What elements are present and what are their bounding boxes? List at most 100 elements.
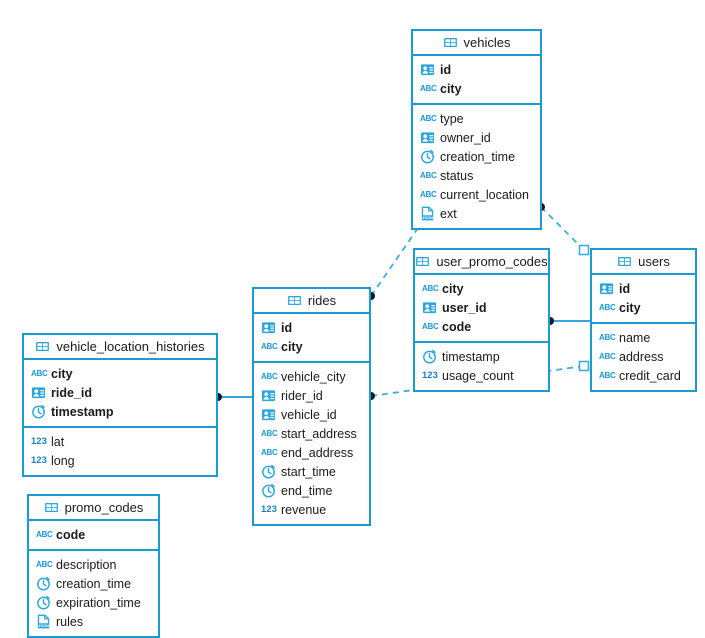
rel-vehicles-users[interactable] — [537, 203, 590, 256]
string-type-icon: ABC — [599, 371, 616, 380]
key-card-icon — [261, 409, 276, 421]
column-row[interactable]: end_time — [254, 481, 369, 500]
column-name: city — [281, 339, 303, 354]
table-header-user_promo_codes[interactable]: user_promo_codes — [415, 250, 548, 275]
table-title: rides — [307, 293, 337, 308]
column-row[interactable]: owner_id — [413, 128, 540, 147]
column-name: city — [619, 300, 641, 315]
table-header-rides[interactable]: rides — [254, 289, 369, 314]
column-name: type — [440, 111, 464, 126]
column-row[interactable]: id — [413, 60, 540, 79]
column-name: timestamp — [51, 404, 114, 419]
column-row[interactable]: creation_time — [29, 574, 158, 593]
column-name: vehicle_city — [281, 369, 346, 384]
string-type-icon: ABC — [599, 352, 616, 361]
one-side-square-marker — [578, 244, 590, 256]
clock-icon — [37, 576, 50, 591]
table-header-promo_codes[interactable]: promo_codes — [29, 496, 158, 521]
table-header-vehicles[interactable]: vehicles — [413, 31, 540, 56]
column-name: id — [619, 281, 631, 296]
relationship-line — [370, 227, 419, 297]
string-type-icon: ABC — [36, 530, 53, 539]
table-header-users[interactable]: users — [592, 250, 695, 275]
key-card-icon — [422, 302, 437, 314]
clock-icon — [37, 595, 50, 610]
column-row[interactable]: id — [592, 279, 695, 298]
string-type-icon: ABC — [261, 372, 278, 381]
column-row[interactable]: timestamp — [415, 347, 548, 366]
table-grid-icon — [36, 342, 50, 351]
key-card-icon — [420, 132, 435, 144]
json-document-icon: JSON — [37, 614, 50, 629]
column-name: credit_card — [619, 368, 681, 383]
column-row[interactable]: user_id — [415, 298, 548, 317]
column-name: current_location — [440, 187, 529, 202]
column-name: city — [440, 81, 462, 96]
number-type-icon: 123 — [31, 455, 47, 466]
table-title: vehicle_location_histories — [56, 339, 205, 354]
column-name: vehicle_id — [281, 407, 337, 422]
column-name: code — [442, 319, 472, 334]
number-type-icon: 123 — [31, 436, 47, 447]
column-name: description — [56, 557, 117, 572]
column-row[interactable]: rider_id — [254, 386, 369, 405]
column-row[interactable]: start_time — [254, 462, 369, 481]
column-row[interactable]: expiration_time — [29, 593, 158, 612]
column-name: creation_time — [56, 576, 132, 591]
rel-user-promo-codes-users[interactable] — [546, 317, 590, 325]
column-row[interactable]: id — [254, 318, 369, 337]
rel-vehicle-location-histories-rides[interactable] — [214, 393, 252, 401]
column-row[interactable]: ride_id — [24, 383, 216, 402]
column-name: creation_time — [440, 149, 516, 164]
string-type-icon: ABC — [420, 190, 437, 199]
string-type-icon: ABC — [261, 448, 278, 457]
column-row[interactable]: vehicle_id — [254, 405, 369, 424]
table-title: vehicles — [463, 35, 511, 50]
column-row[interactable]: creation_time — [413, 147, 540, 166]
table-header-vehicle_location_histories[interactable]: vehicle_location_histories — [24, 335, 216, 360]
string-type-icon: ABC — [31, 369, 48, 378]
column-name: start_time — [281, 464, 336, 479]
string-type-icon: ABC — [420, 114, 437, 123]
column-name: name — [619, 330, 651, 345]
column-name: start_address — [281, 426, 357, 441]
column-row[interactable]: timestamp — [24, 402, 216, 421]
column-name: status — [440, 168, 474, 183]
